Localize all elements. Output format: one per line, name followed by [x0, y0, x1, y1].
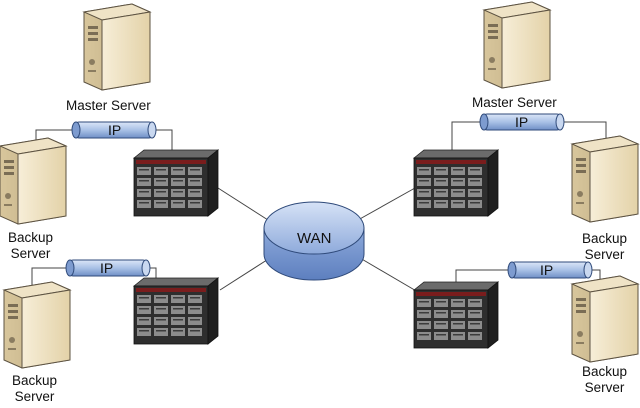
- rack-server-2-icon: [413, 149, 499, 217]
- backup-server-3-icon: [3, 281, 71, 369]
- backup-server-2-icon: [571, 135, 639, 223]
- wan-cloud-icon: [263, 201, 365, 281]
- ip-label-1: IP: [108, 122, 121, 138]
- master-server-2-icon: [483, 1, 551, 89]
- master-server-1-icon: [83, 3, 151, 91]
- ip-label-3: IP: [100, 260, 113, 276]
- rack-server-3-icon: [133, 277, 219, 345]
- master-server-label-2: Master Server: [472, 95, 557, 110]
- master-server-label-1: Master Server: [66, 98, 151, 113]
- wan-label: WAN: [297, 230, 331, 247]
- rack-server-4-icon: [413, 281, 499, 349]
- rack-server-1-icon: [133, 149, 219, 217]
- ip-label-2: IP: [515, 114, 528, 130]
- ip-label-4: IP: [540, 262, 553, 278]
- backup-server-1-icon: [0, 137, 67, 225]
- backup-server-4-icon: [571, 275, 639, 363]
